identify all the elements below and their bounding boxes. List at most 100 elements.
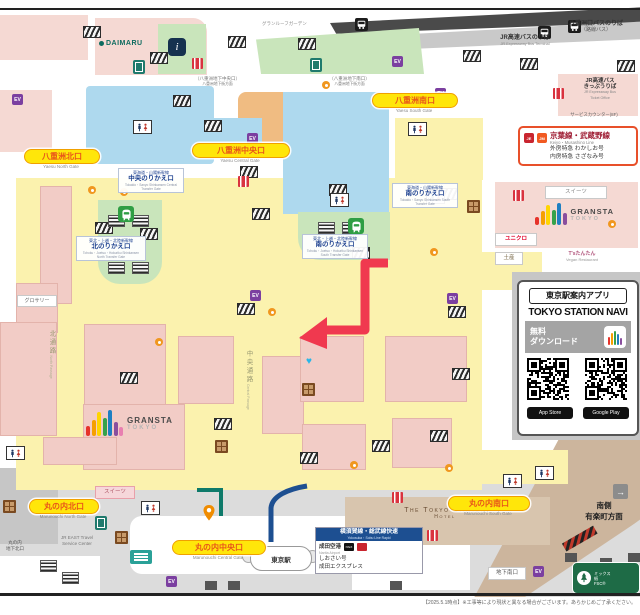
escalator-icon [300, 452, 318, 464]
bldg-left [0, 90, 52, 152]
shop-block [392, 418, 452, 468]
ticket-gate-icon [513, 190, 524, 201]
escalator-icon [617, 60, 635, 72]
information-icon: i [168, 38, 186, 56]
stairs-icon [318, 222, 335, 234]
keiyo-line-icon: JE [524, 133, 534, 143]
ticket-gate-icon [427, 530, 438, 541]
underground-north-gate-label: 丸の内 地下北口 [6, 540, 24, 551]
keiyo-line-box: JE JM 京葉線・武蔵野線 Keiyo・Musashino Line 外房特急… [518, 126, 638, 166]
gate-marunouchi-central-en: Marunouchi Central Gate [192, 555, 244, 560]
escalator-icon [204, 120, 222, 132]
sweets-right-label: スイーツ [545, 186, 607, 199]
gate-marunouchi-south-en: Marunouchi South Gate [464, 511, 512, 516]
narita-access-box: 横須賀線・総武線快速 Yokosuka・Sobu Line Rapid 成田空港… [315, 527, 423, 574]
restroom-icon [408, 122, 427, 136]
service-counter-icon [133, 60, 145, 74]
ticket-gate-icon [553, 88, 564, 99]
granroof-garden [256, 28, 424, 74]
pillar-marker-icon [88, 186, 96, 194]
transfer-south-tokaido: 東海道・山陽新幹線 南のりかえ口 Tokaido・Sanyo Shinkanse… [392, 183, 458, 208]
pillar-marker-icon [608, 220, 616, 228]
escalator-icon [298, 38, 316, 50]
gate-marunouchi-north: 丸の内北口 [29, 499, 99, 514]
stairs-icon [108, 262, 125, 274]
pillar-marker-icon [430, 248, 438, 256]
structure-icon [228, 581, 240, 590]
central-passage-label: 中央通路Central Passage [245, 350, 252, 410]
shop-block [43, 437, 117, 465]
navi-card: 東京駅案内アプリ TOKYO STATION NAVI 無料 ダウンロード Ap… [517, 280, 639, 436]
restroom-icon [141, 501, 160, 515]
elevator-icon: EV [392, 56, 403, 67]
escalator-icon [520, 58, 538, 70]
shinkansen-icon [118, 206, 134, 222]
restroom-icon [503, 474, 522, 488]
gransta-bars-icon [535, 203, 567, 225]
granroof-label: グランルーフガーデン [262, 21, 307, 26]
structure-icon [390, 581, 402, 590]
service-counter-icon [310, 58, 322, 72]
fsc-tree-icon [577, 571, 591, 585]
bus-stop-icon [355, 18, 368, 31]
underground-note-south: （八重洲地下南口） 八重洲地下街方面 [329, 76, 370, 86]
restroom-icon [133, 120, 152, 134]
elevator-icon: EV [250, 290, 261, 301]
bus-ticket-area [558, 74, 638, 116]
navi-app-label: 東京駅案内アプリ [529, 288, 627, 304]
structure-icon [628, 553, 640, 562]
yurakucho-direction: 南側 有楽町方面 [585, 501, 623, 521]
pillar-marker-icon [350, 461, 358, 469]
gate-yaesu-central-en: Yaesu Central Gate [220, 158, 260, 163]
bottom-border-line [0, 593, 640, 596]
shop-block [84, 324, 166, 406]
escalator-icon [372, 440, 390, 452]
elevator-icon: EV [12, 94, 23, 105]
gate-yaesu-north: 八重洲北口 [24, 149, 100, 164]
restroom-icon [6, 446, 25, 460]
heart-icon: ♥ [306, 356, 312, 367]
googleplay-badge: Google Play [583, 407, 629, 419]
bus-ticket-label: JR高速バス きっぷうりば JR Expressway Bus Ticket O… [583, 78, 617, 100]
escalator-icon [430, 430, 448, 442]
gate-yaesu-south: 八重洲南口 [372, 93, 458, 108]
structure-icon [205, 581, 217, 590]
gate-yaesu-north-en: Yaesu North Gate [43, 164, 79, 169]
shiosai-icon [357, 543, 368, 551]
escalator-icon [463, 50, 481, 62]
uniqlo-label: ユニクロ [495, 233, 537, 246]
direction-arrow-icon: → [613, 484, 628, 499]
grocery-label: グロサリー [17, 295, 57, 307]
musashino-line-icon: JM [537, 133, 547, 143]
sweets-left-label: スイーツ [95, 486, 135, 499]
pillar-marker-icon [268, 308, 276, 316]
escalator-icon [228, 36, 246, 48]
restroom-icon [330, 193, 349, 207]
escalator-icon [120, 372, 138, 384]
pillar-marker-icon [445, 464, 453, 472]
escalator-icon [237, 303, 255, 315]
shop-block [262, 356, 304, 434]
fsc-badge: ミックス 紙 FSC® [572, 562, 640, 594]
service-counter-icon [95, 516, 107, 530]
nex-icon: N'EX [344, 543, 355, 551]
structure-icon [565, 553, 577, 562]
restroom-icon [535, 466, 554, 480]
daimaru-label: DAIMARU [99, 40, 157, 47]
coin-locker-icon [302, 383, 315, 396]
elevator-icon: EV [447, 293, 458, 304]
expressway-bus-label: JR高速バスのりば JR Expressway Bus Terminal [500, 35, 550, 46]
elevator-icon: EV [166, 576, 177, 587]
underground-south-gate-label: 地下南口 [488, 567, 526, 580]
gate-yaesu-central: 八重洲中央口 [192, 143, 290, 158]
gransta-bars-icon [86, 410, 123, 436]
navi-app-icon [604, 326, 626, 348]
pillar-marker-icon [155, 338, 163, 346]
escalator-icon [83, 26, 101, 38]
bus-stop-icon [538, 26, 551, 39]
service-counter-label: サービスカウンター(8F) [570, 112, 618, 117]
gransta-center-logo: GRANSTA TOKYO [86, 410, 173, 436]
stairs-icon [132, 262, 149, 274]
ticket-gate-icon [192, 58, 203, 69]
appstore-badge: App Store [527, 407, 573, 419]
